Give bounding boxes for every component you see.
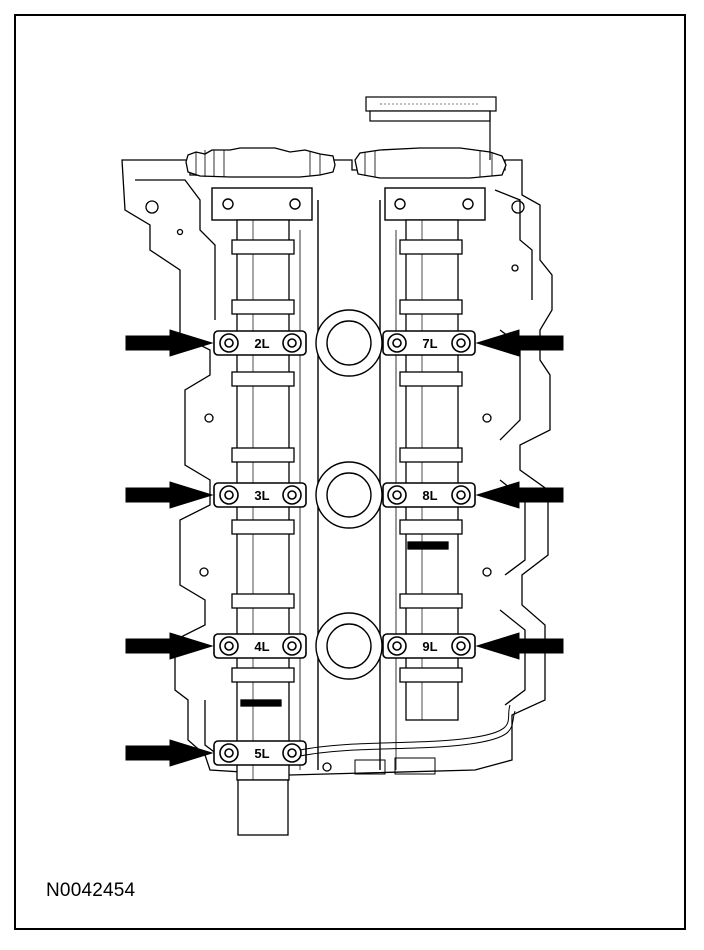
arrow-to-8L xyxy=(475,481,564,509)
figure-reference-id: N0042454 xyxy=(46,880,136,901)
bearing-cap-7L xyxy=(382,330,476,356)
camshaft-gears xyxy=(185,147,507,179)
pointer-arrows-right xyxy=(475,329,564,660)
cap-label-5L: 5L xyxy=(254,746,269,761)
arrow-to-4L xyxy=(125,632,214,660)
cap-label-3L: 3L xyxy=(254,488,269,503)
cam-lobes xyxy=(231,239,463,707)
timing-tool-plate xyxy=(365,96,497,160)
cap-label-9L: 9L xyxy=(422,639,437,654)
cap-label-7L: 7L xyxy=(422,336,437,351)
front-bearing-caps xyxy=(211,187,486,221)
cap-label-8L: 8L xyxy=(422,488,437,503)
arrow-to-3L xyxy=(125,481,214,509)
arrow-to-2L xyxy=(125,329,214,357)
pointer-arrows-left xyxy=(125,329,214,767)
bearing-cap-4L xyxy=(213,633,307,659)
cap-label-4L: 4L xyxy=(254,639,269,654)
arrow-to-5L xyxy=(125,739,214,767)
spark-plug-bores xyxy=(299,200,397,770)
bearing-cap-2L xyxy=(213,330,307,356)
bearing-cap-3L xyxy=(213,482,307,508)
bearing-cap-8L xyxy=(382,482,476,508)
arrow-to-9L xyxy=(475,632,564,660)
bearing-cap-5L xyxy=(213,740,307,766)
cap-label-2L: 2L xyxy=(254,336,269,351)
arrow-to-7L xyxy=(475,329,564,357)
bearing-cap-9L xyxy=(382,633,476,659)
wiring-harness xyxy=(299,704,516,775)
